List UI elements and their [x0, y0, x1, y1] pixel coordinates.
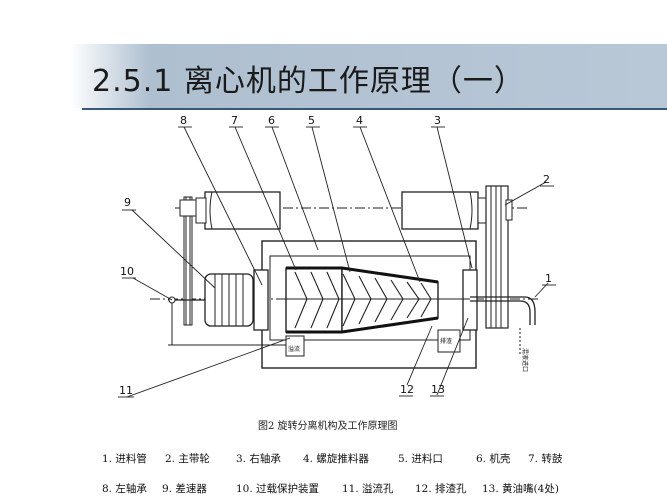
legend-item-5: 5. 进料口: [398, 452, 443, 465]
left-pulley-belt: [179, 196, 197, 326]
title-underline: [82, 108, 667, 110]
callout-7: 7: [231, 114, 238, 127]
outlet-marks: [285, 328, 521, 357]
legend-item-10: 10. 过载保护装置: [236, 482, 319, 495]
title-band: [0, 44, 667, 108]
legend-item-3: 3. 右轴承: [236, 452, 281, 465]
right-pulley-belt: [485, 185, 513, 329]
legend-item-9: 9. 差速器: [162, 482, 207, 495]
rotating-drum: [285, 266, 439, 334]
outlet-right-label: 排渣: [440, 337, 452, 345]
legend: 1. 进料管 2. 主带轮 3. 右轴承 4. 螺旋推料器 5. 进料口 6. …: [102, 452, 563, 495]
callout-12: 12: [400, 383, 414, 396]
callout-5: 5: [308, 114, 315, 127]
callout-3: 3: [434, 114, 441, 127]
screw-conveyor: [278, 271, 470, 329]
motor-right: [401, 191, 487, 230]
legend-item-1: 1. 进料管: [102, 452, 147, 465]
callout-9: 9: [124, 196, 131, 209]
legend-item-2: 2. 主带轮: [165, 452, 210, 465]
differential: [204, 273, 254, 327]
callout-1: 1: [545, 272, 552, 285]
callout-bars: [118, 126, 556, 398]
callout-4: 4: [356, 114, 363, 127]
leader-lines: [126, 126, 549, 398]
legend-item-6: 6. 机壳: [476, 452, 511, 465]
legend-item-12: 12. 排渣孔: [415, 482, 467, 495]
legend-item-13: 13. 黄油嘴(4处): [482, 482, 559, 495]
legend-item-4: 4. 螺旋推料器: [303, 452, 369, 465]
figure-caption: 图2 旋转分离机构及工作原理图: [258, 419, 398, 432]
motor-left: [195, 191, 281, 230]
legend-item-11: 11. 溢流孔: [342, 482, 394, 495]
slide-title: 2.5.1 离心机的工作原理（一）: [92, 64, 525, 99]
inlet-label: 混液进口: [521, 348, 529, 372]
left-bearing: [253, 269, 269, 331]
callout-11: 11: [119, 384, 133, 397]
outlet-left-label: 溢流: [288, 345, 300, 353]
callout-10: 10: [120, 265, 134, 278]
legend-item-8: 8. 左轴承: [102, 482, 147, 495]
callout-6: 6: [268, 114, 275, 127]
legend-item-7: 7. 转鼓: [528, 452, 563, 465]
callout-8: 8: [180, 114, 187, 127]
callout-13: 13: [431, 383, 445, 396]
right-bearing: [462, 269, 478, 331]
callout-2: 2: [543, 173, 550, 186]
feed-pipe: [470, 296, 536, 325]
